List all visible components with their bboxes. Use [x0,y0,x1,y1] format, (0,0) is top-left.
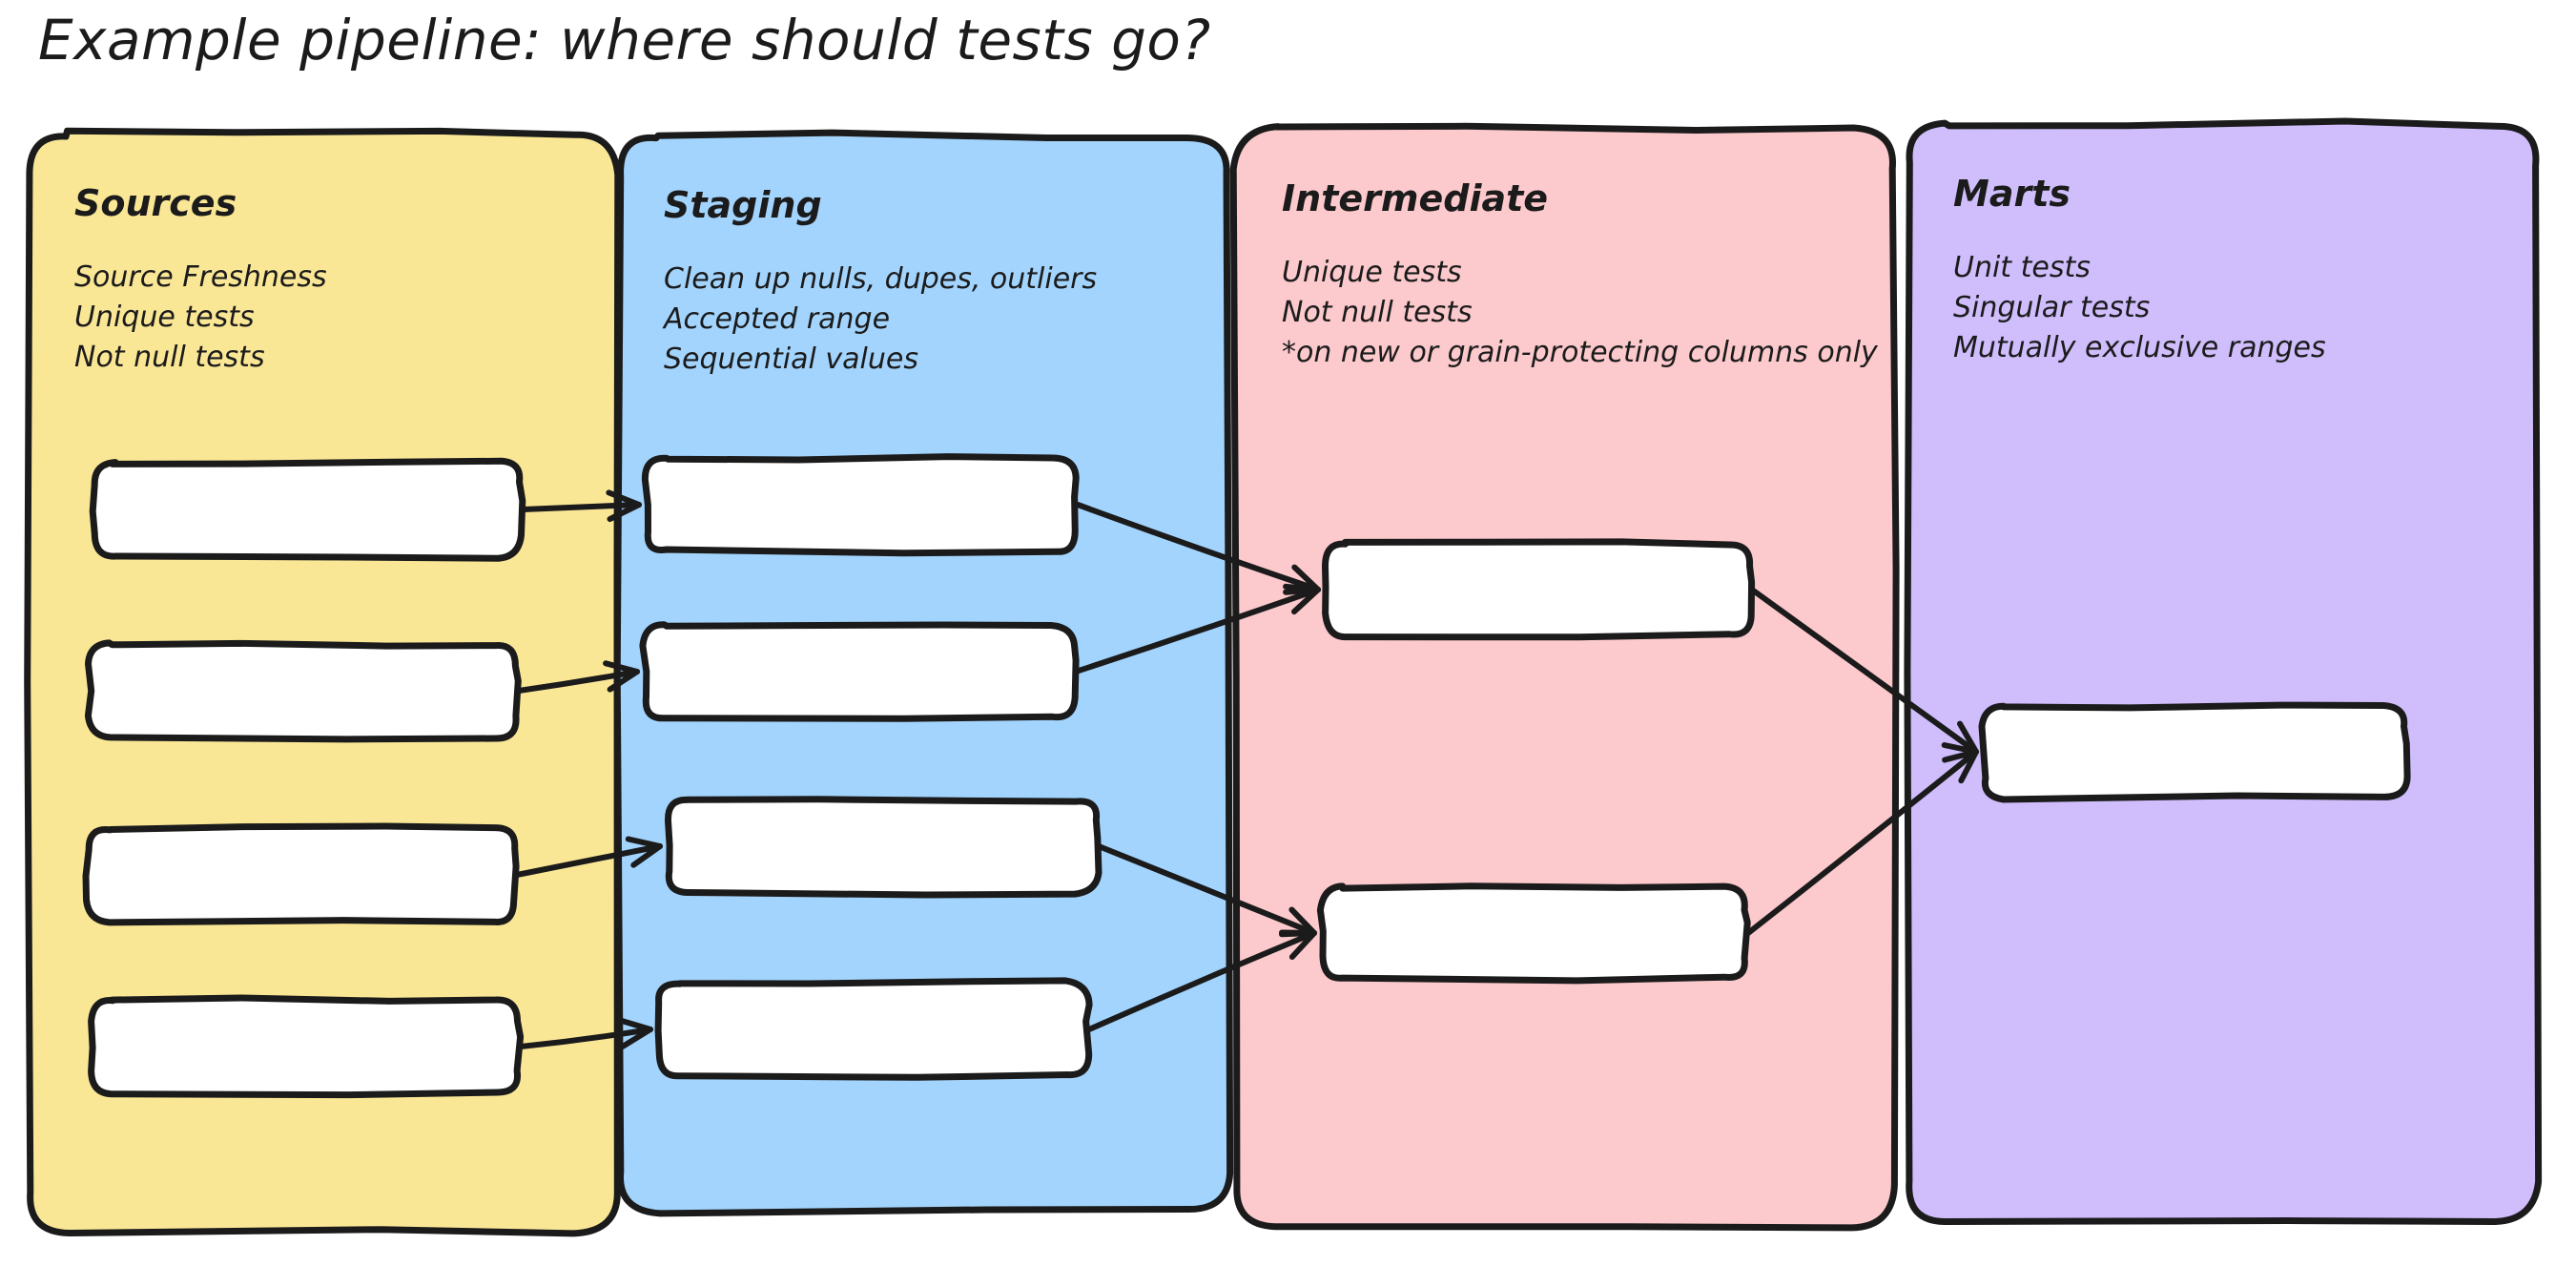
panel-note-intermediate-1: Unique tests [1282,256,1462,289]
model-node-int-2[interactable] [1316,882,1751,985]
edge-stg-2-to-int-1 [1073,587,1321,675]
edge-stg-1-to-int-1 [1075,502,1321,592]
model-node-stg-4[interactable] [654,977,1093,1081]
arrowhead-icon-src-4-to-stg-4 [616,1017,653,1049]
arrowhead-icon-src-3-to-stg-3 [625,836,663,868]
panel-title-staging: Staging [664,184,822,226]
panel-note-intermediate-3: *on new or grain-protecting columns only [1282,336,1879,369]
panel-note-staging-1: Clean up nulls, dupes, outliers [664,262,1097,296]
model-node-src-1[interactable] [89,457,526,562]
edge-int-1-to-mart-1 [1749,587,1979,755]
panel-note-sources-1: Source Freshness [74,260,327,294]
page-title: Example pipeline: where should tests go? [38,8,1211,73]
panel-note-sources-2: Unique tests [74,301,255,334]
model-node-int-1[interactable] [1321,538,1756,641]
model-node-src-3[interactable] [82,822,520,926]
model-node-src-2[interactable] [84,639,522,743]
edge-stg-4-to-int-2 [1086,930,1317,1032]
panel-background-marts [1904,117,2543,1226]
arrowhead-icon-src-2-to-stg-2 [603,660,640,693]
model-node-stg-1[interactable] [641,453,1080,557]
panel-title-sources: Sources [74,182,237,224]
model-node-src-4[interactable] [88,994,525,1099]
edge-src-3-to-stg-3 [514,843,663,878]
panel-note-intermediate-2: Not null tests [1282,296,1473,329]
panel-note-marts-2: Singular tests [1953,291,2150,324]
edge-int-2-to-mart-1 [1745,749,1979,936]
arrowhead-icon-int-2-to-mart-1 [1942,749,1979,784]
model-node-stg-2[interactable] [639,621,1080,722]
panel-note-sources-3: Not null tests [74,341,265,374]
panel-note-staging-3: Sequential values [664,342,918,376]
edge-src-4-to-stg-4 [518,1027,653,1049]
panel-title-intermediate: Intermediate [1282,177,1548,219]
node-layer [82,453,2411,1099]
arrowhead-icon-src-1-to-stg-1 [606,489,642,523]
panel-title-marts: Marts [1953,173,2071,215]
panel-background-intermediate [1229,122,1900,1232]
edge-stg-3-to-int-2 [1096,843,1317,936]
panel-note-marts-3: Mutually exclusive ranges [1953,331,2326,364]
edge-src-1-to-stg-1 [520,502,642,512]
model-node-stg-3[interactable] [665,796,1103,899]
arrowhead-icon-stg-2-to-int-1 [1283,583,1321,615]
panel-note-staging-2: Accepted range [662,302,890,336]
edge-src-2-to-stg-2 [516,669,640,694]
panel-note-marts-1: Unit tests [1953,251,2091,284]
model-node-mart-1[interactable] [1978,701,2411,803]
edge-layer [514,489,1979,1049]
arrowhead-icon-stg-4-to-int-2 [1279,929,1317,960]
